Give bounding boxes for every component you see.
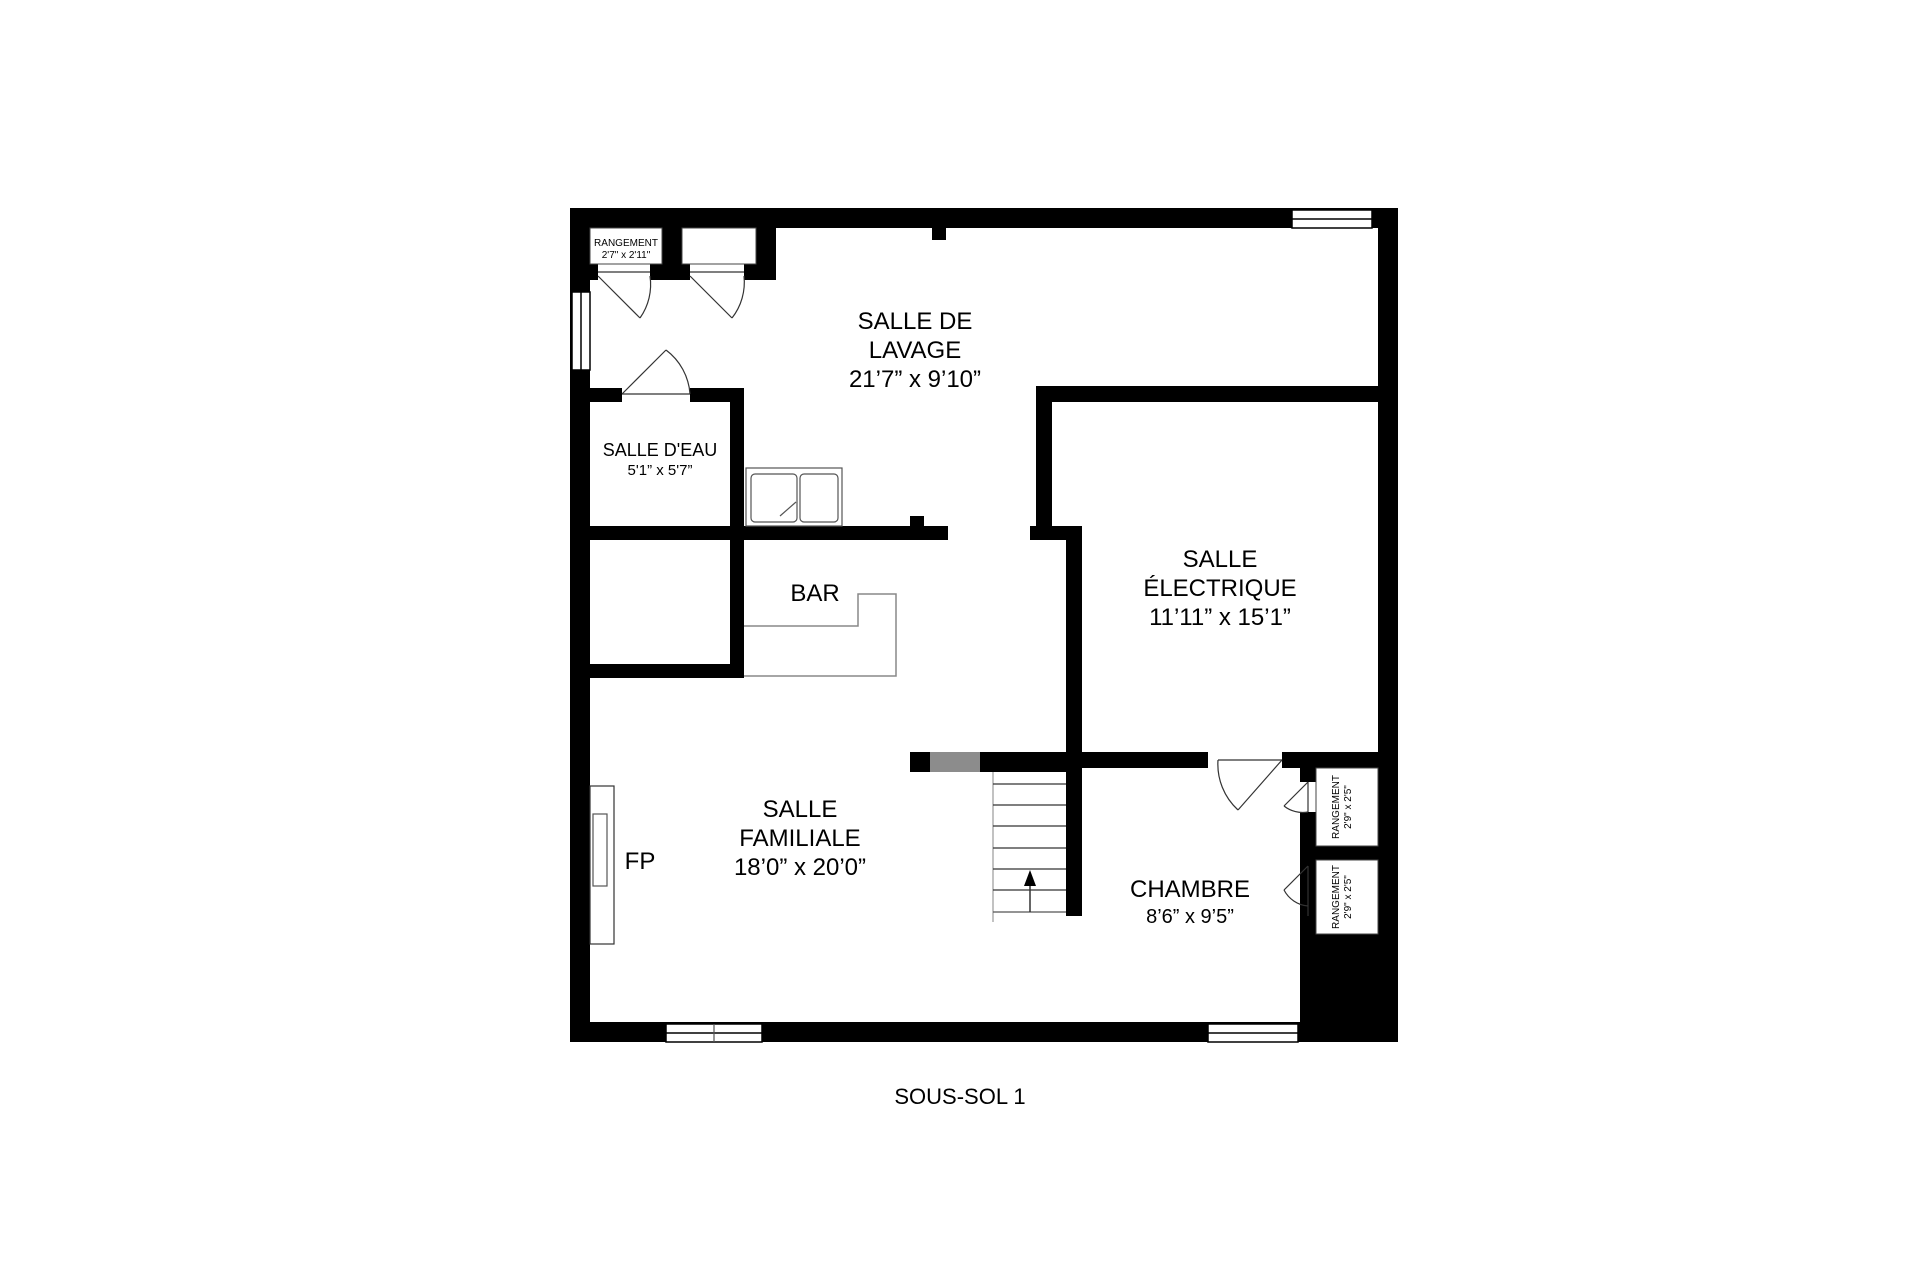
closet-interiors (589, 227, 1379, 935)
chambre-label: CHAMBRE 8’6” x 9’5” (1129, 876, 1250, 928)
fireplace (589, 785, 615, 945)
laundry-sink (745, 467, 843, 527)
fireplace-label: FP (624, 848, 656, 875)
bar-label: BAR (790, 580, 840, 607)
rangement-right-2-label: RANGEMENT 2'9" x 2'5" (1331, 865, 1354, 929)
rangement-right-1-label: RANGEMENT 2'9" x 2'5" (1331, 775, 1354, 839)
salle-familiale-label: SALLE FAMILIALE 18’0” x 20’0” (733, 796, 867, 881)
floor-name-label: SOUS-SOL 1 (894, 1084, 1026, 1109)
rangement-top-label: RANGEMENT 2'7" x 2'11" (594, 238, 658, 261)
staircase (992, 772, 1066, 922)
windows (571, 209, 1373, 1043)
bar-counter (744, 593, 897, 677)
stair-direction-arrow-icon (1024, 870, 1036, 886)
salle-electrique-label: SALLE ÉLECTRIQUE 11’11” x 15’1” (1143, 546, 1297, 631)
doors (597, 271, 1309, 916)
stair-gray-block (930, 752, 980, 772)
interior-walls (590, 228, 1398, 944)
salle-deau-label: SALLE D'EAU 5'1” x 5'7” (602, 440, 718, 479)
salle-de-lavage-label: SALLE DE LAVAGE 21’7” x 9’10” (848, 308, 982, 393)
exterior-walls (570, 208, 1398, 1042)
